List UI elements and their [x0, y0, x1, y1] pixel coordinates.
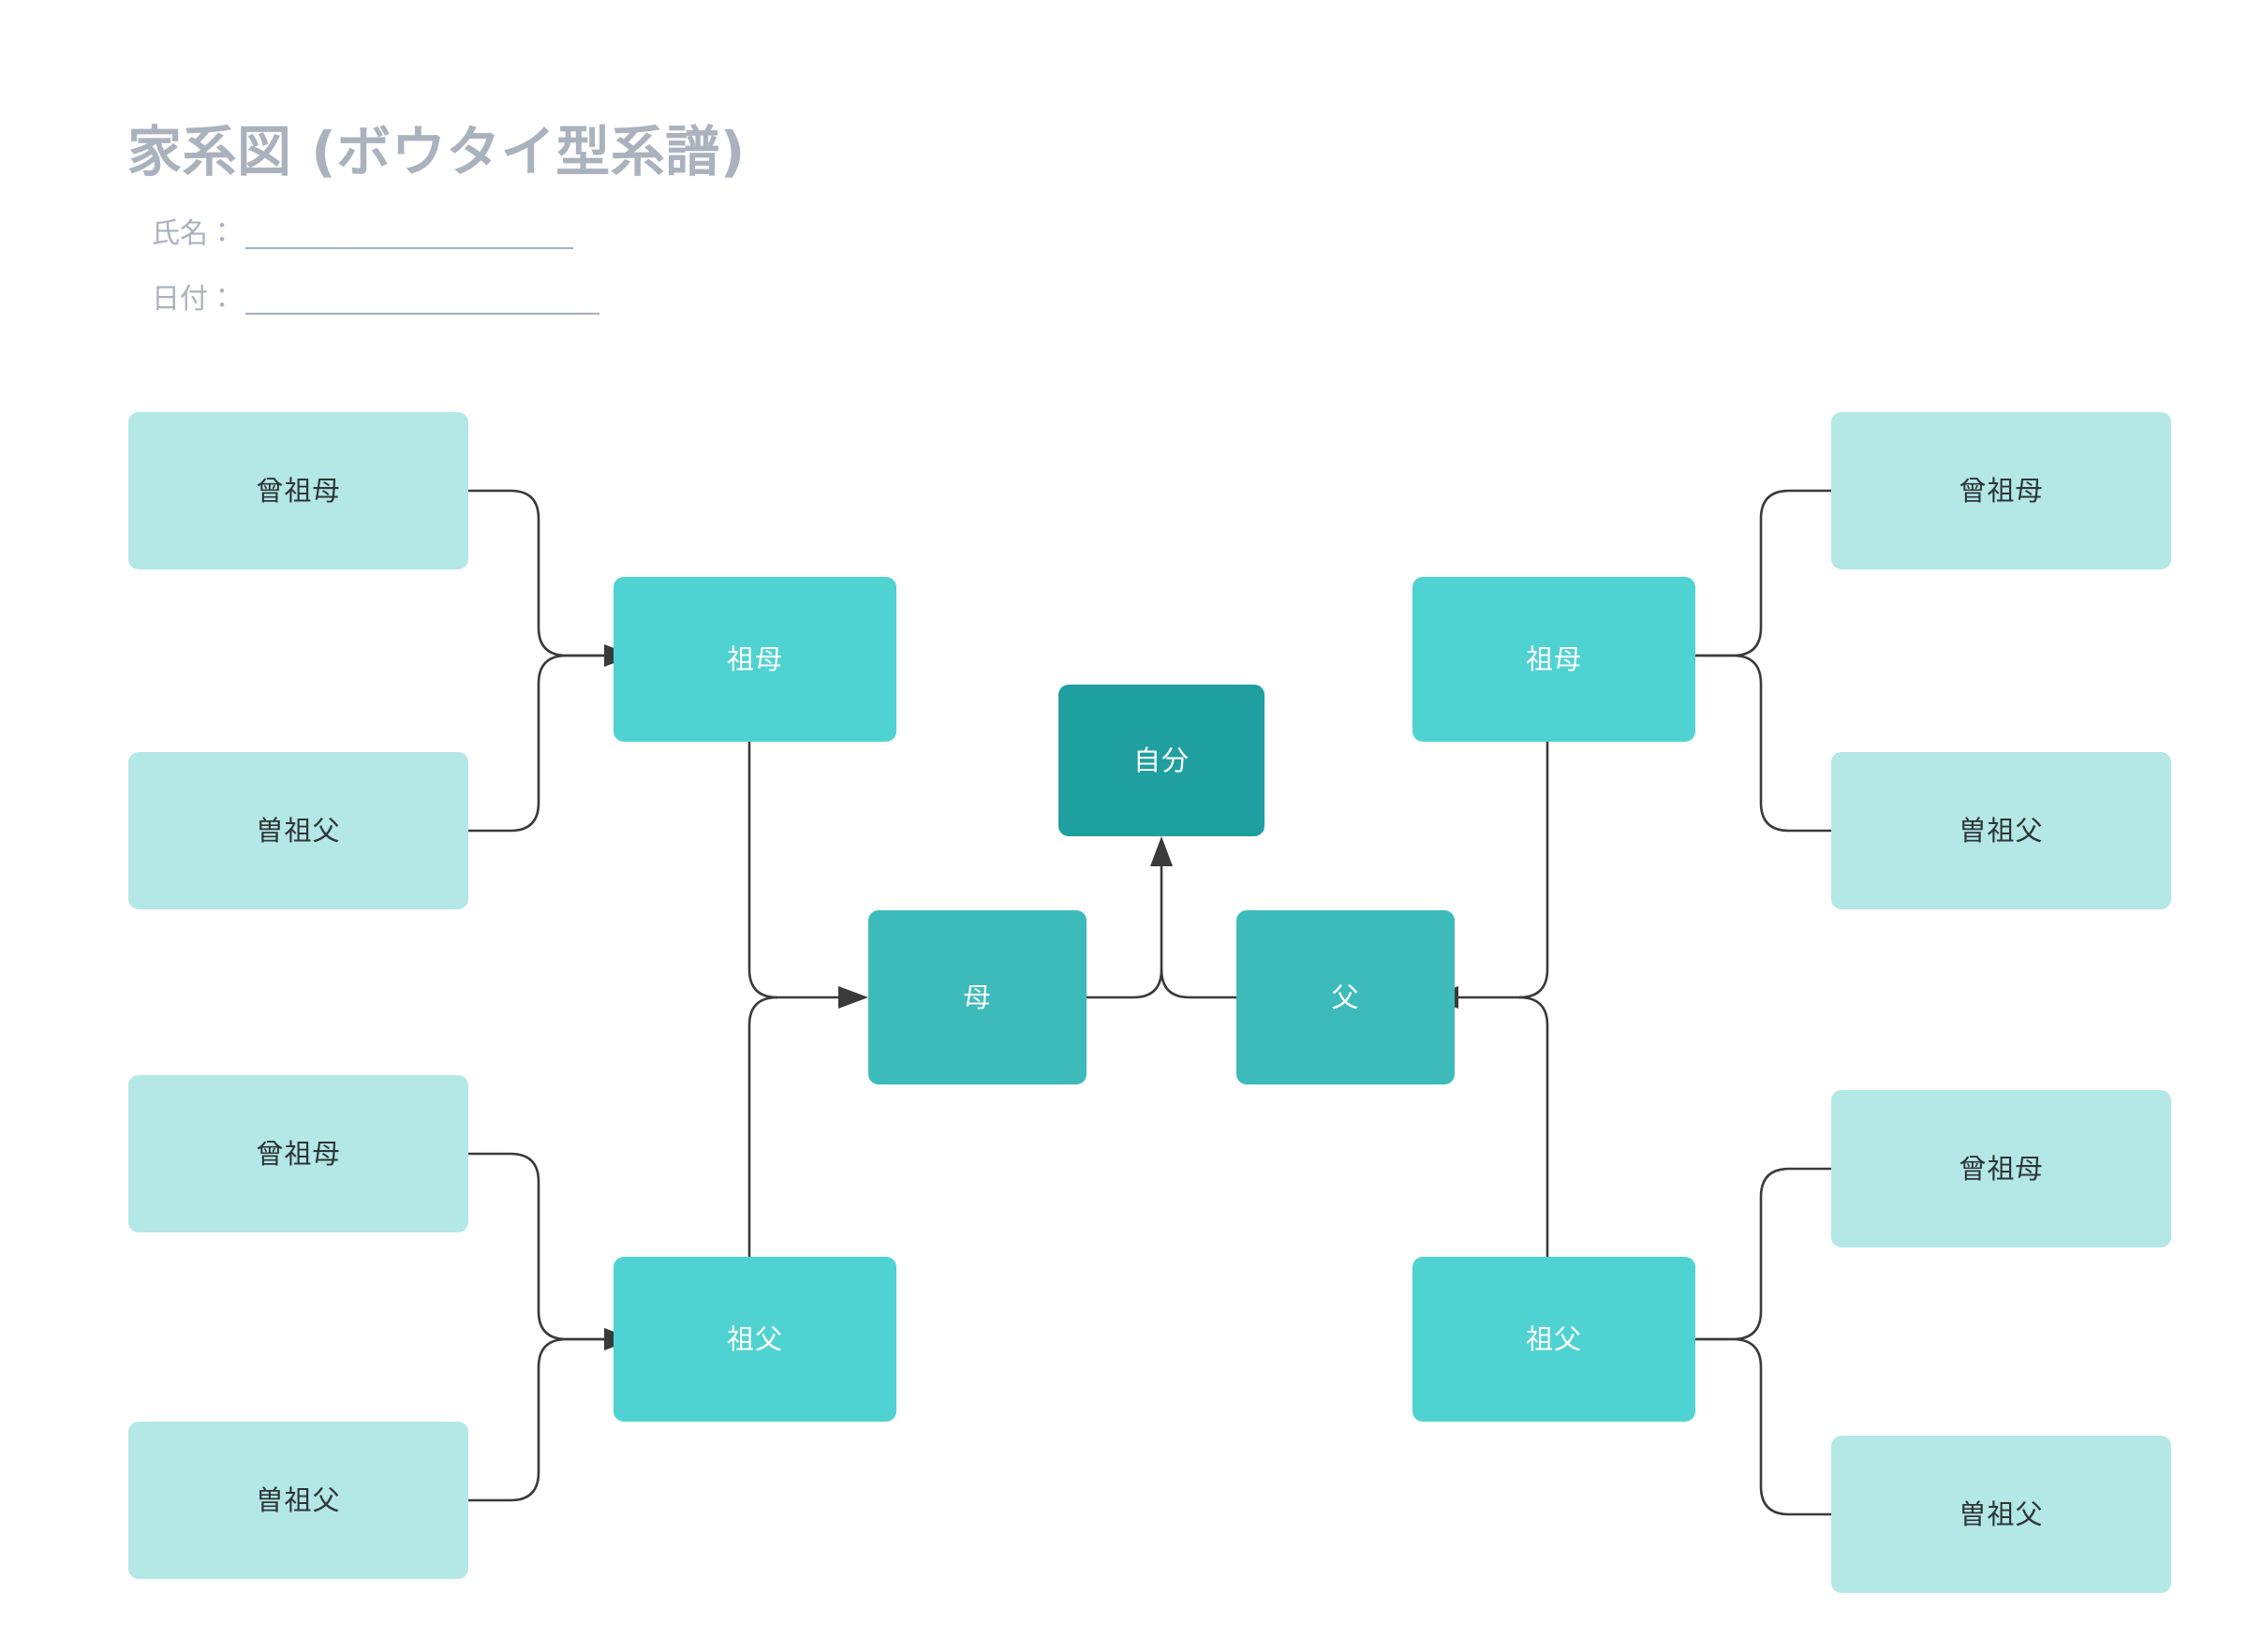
- arrowhead-into-mother: [838, 986, 868, 1009]
- node-maternal-grandfathers-father[interactable]: 曽祖父: [128, 1422, 468, 1579]
- node-label: 祖母: [1525, 642, 1582, 675]
- node-label: 曾祖母: [1959, 474, 2044, 507]
- node-label: 祖父: [726, 1322, 783, 1355]
- node-label: 曾祖母: [256, 1137, 341, 1170]
- node-label: 曾祖母: [1959, 1152, 2044, 1185]
- wire-maternal-trunk-lower: [747, 996, 778, 1279]
- date-field-row: 日付： ___________________________: [152, 275, 1439, 317]
- name-field-input[interactable]: _________________________: [245, 216, 573, 250]
- node-paternal-grandmother[interactable]: 祖母: [1412, 577, 1695, 742]
- wire-mgm-father-to-grandmother: [468, 654, 604, 833]
- node-paternal-grandmothers-father[interactable]: 曽祖父: [1831, 752, 2171, 909]
- wire-pgm-mother-to-grandmother: [1695, 489, 1831, 657]
- wire-mother-to-union: [1087, 968, 1163, 999]
- document-header: 家系図 (ボウタイ型系譜) 氏名： ______________________…: [127, 120, 1439, 317]
- node-father[interactable]: 父: [1236, 910, 1455, 1084]
- node-maternal-grandmother[interactable]: 祖母: [614, 577, 896, 742]
- node-label: 曽祖父: [1959, 814, 2044, 847]
- node-maternal-grandfathers-mother[interactable]: 曾祖母: [128, 1075, 468, 1232]
- node-paternal-grandmothers-mother[interactable]: 曾祖母: [1831, 412, 2171, 569]
- node-paternal-grandfathers-father[interactable]: 曽祖父: [1831, 1436, 2171, 1593]
- node-label: 祖父: [1525, 1322, 1582, 1355]
- node-label: 曽祖父: [1959, 1497, 2044, 1530]
- page-title: 家系図 (ボウタイ型系譜): [127, 120, 746, 184]
- node-label: 曾祖母: [256, 474, 341, 507]
- date-field-label: 日付：: [152, 282, 236, 316]
- node-label: 母: [963, 981, 992, 1013]
- node-maternal-grandmothers-mother[interactable]: 曾祖母: [128, 412, 468, 569]
- wire-pgf-mother-to-grandfather: [1695, 1167, 1831, 1341]
- wire-paternal-trunk-lower: [1518, 996, 1549, 1279]
- wire-paternal-trunk-upper: [1518, 742, 1549, 999]
- wire-maternal-trunk-upper: [747, 742, 778, 999]
- node-mother[interactable]: 母: [868, 910, 1087, 1084]
- arrowhead-into-self: [1150, 836, 1173, 866]
- node-label: 祖母: [726, 642, 783, 675]
- node-label: 曽祖父: [256, 1483, 341, 1516]
- node-self[interactable]: 自分: [1058, 685, 1264, 836]
- node-maternal-grandfather[interactable]: 祖父: [614, 1257, 896, 1422]
- wire-mgf-father-to-grandfather: [468, 1337, 604, 1502]
- wire-mgm-mother-to-grandmother: [468, 489, 604, 657]
- node-paternal-grandfather[interactable]: 祖父: [1412, 1257, 1695, 1422]
- date-field-input[interactable]: ___________________________: [245, 282, 599, 316]
- node-label: 曽祖父: [256, 814, 341, 847]
- node-paternal-grandfathers-mother[interactable]: 曾祖母: [1831, 1090, 2171, 1247]
- node-label: 自分: [1132, 744, 1190, 776]
- name-field-row: 氏名： _________________________: [152, 210, 1439, 251]
- node-label: 父: [1331, 981, 1360, 1013]
- name-field-label: 氏名：: [152, 216, 236, 250]
- wire-father-to-union: [1160, 968, 1236, 999]
- node-maternal-grandmothers-father[interactable]: 曽祖父: [128, 752, 468, 909]
- wire-mgf-mother-to-grandfather: [468, 1152, 604, 1341]
- wire-pgf-father-to-grandfather: [1695, 1337, 1831, 1516]
- wire-pgm-father-to-grandmother: [1695, 654, 1831, 833]
